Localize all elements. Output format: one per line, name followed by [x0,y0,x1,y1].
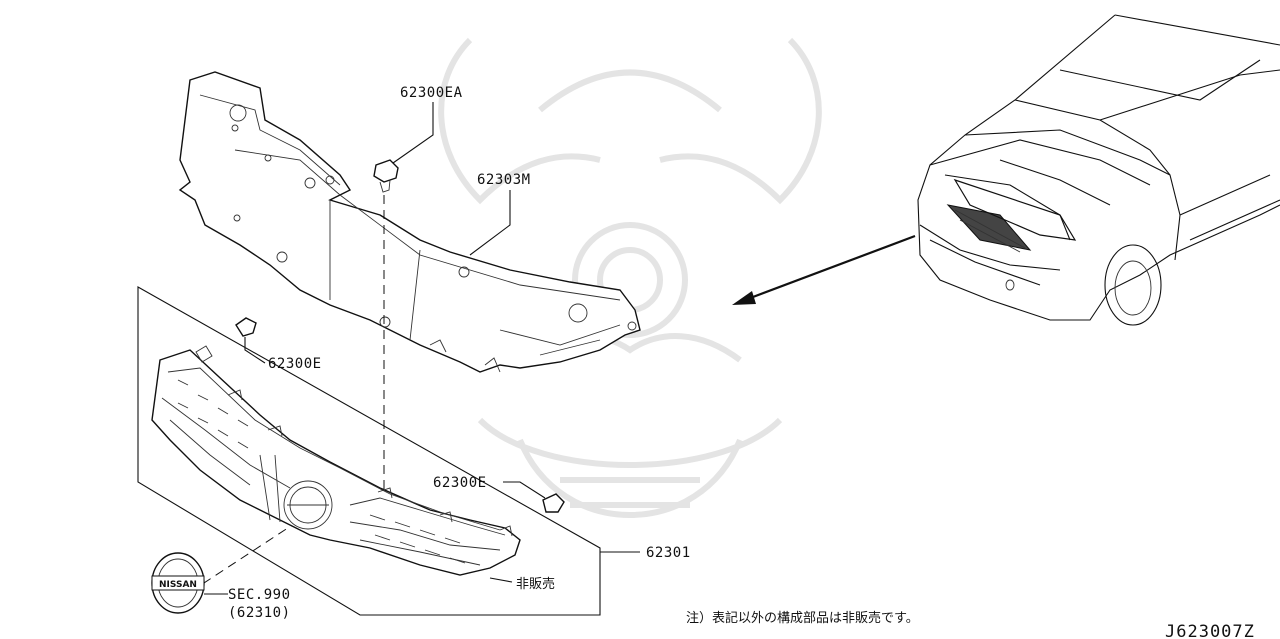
detail-pointer-arrow [732,234,916,305]
emblem-text: NISSAN [159,580,197,590]
part-label-62301: 62301 [646,545,691,561]
emblem-part: NISSAN [151,552,205,614]
vehicle-illustration [917,14,1280,326]
sec-reference-part: (62310) [228,605,291,621]
clip-62300E-lower [542,493,565,513]
non-sale-label: 非販売 [516,576,555,592]
clip-62300EA [373,159,399,193]
vehicle-grille-highlight [946,178,1077,253]
leader-lines [204,102,640,595]
diagram-code: J623007Z [1165,622,1255,639]
part-label-62300EA: 62300EA [400,85,463,101]
upper-cover-part [178,71,641,373]
part-label-62300E-lower: 62300E [433,475,487,491]
part-label-62300E-upper: 62300E [268,356,322,372]
grille-assembly-box [137,286,601,616]
emblem-assembly-line [177,519,301,601]
grille-part [151,349,521,576]
sec-reference: SEC.990 [228,587,291,603]
clip-62300E-upper [195,317,257,363]
footnote: 注）表記以外の構成部品は非販売です。 [686,610,919,626]
part-label-62303M: 62303M [477,172,531,188]
grille-slats [177,379,466,564]
